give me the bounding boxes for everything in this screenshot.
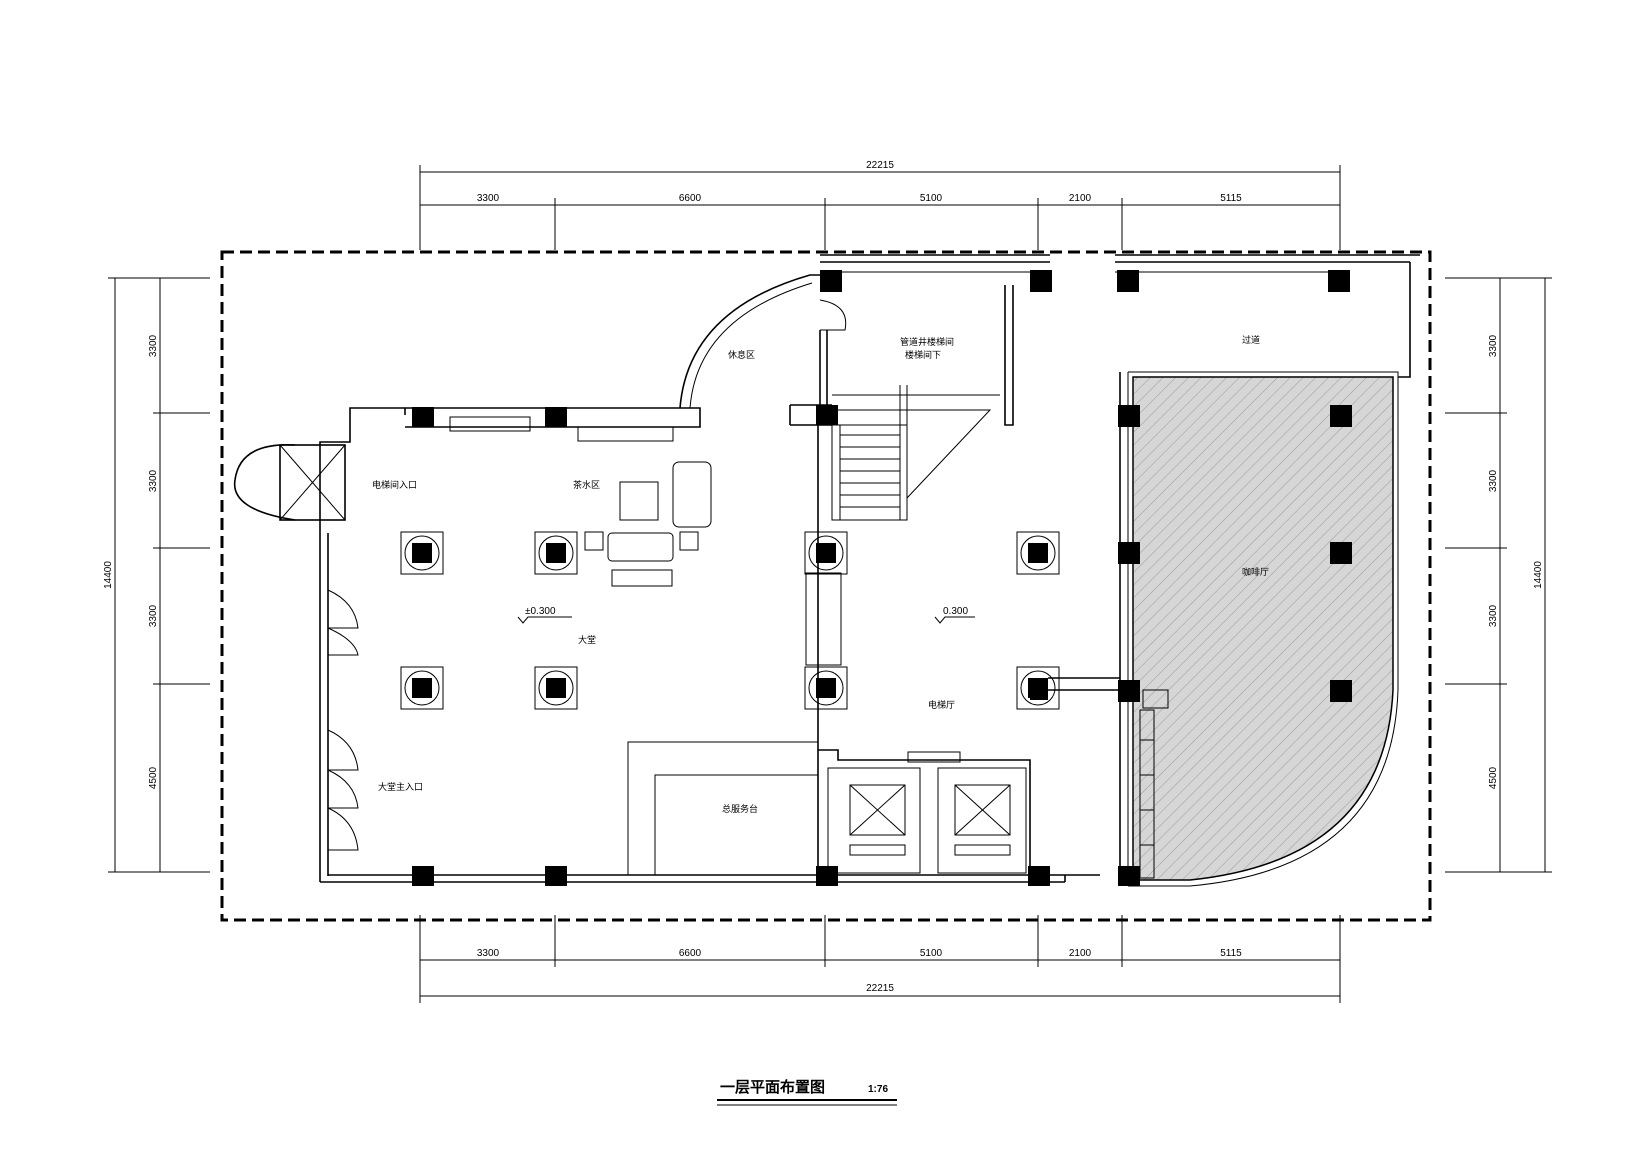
cafe-window	[1139, 689, 1169, 879]
bottom-total-dim: 22215	[866, 983, 894, 994]
drawing-title: 一层平面布置图 1:76	[717, 1078, 897, 1106]
right-total-dim: 14400	[1533, 561, 1544, 589]
columns-solid	[412, 270, 1352, 886]
columns-boxed	[400, 531, 1060, 710]
label-rest-area: 休息区	[728, 349, 755, 361]
lounge-furniture	[449, 416, 842, 666]
left-dim-4: 4500	[148, 766, 159, 789]
bottom-dim-3: 5100	[920, 948, 943, 959]
top-dim-3: 5100	[920, 193, 943, 204]
top-total-dim: 22215	[866, 160, 894, 171]
door-swing	[819, 299, 847, 331]
bottom-dim-5: 5115	[1220, 948, 1242, 959]
right-dimensions: 3300 3300 3300 4500 14400	[1445, 277, 1552, 873]
right-dim-4: 4500	[1488, 766, 1499, 789]
top-dim-2: 6600	[679, 193, 702, 204]
label-cafe: 咖啡厅	[1242, 566, 1269, 578]
bottom-dimensions: 3300 6600 5100 2100 5115 22215	[419, 915, 1341, 1003]
right-dim-3: 3300	[1488, 604, 1499, 627]
top-dim-5: 5115	[1220, 193, 1242, 204]
room-labels: 电梯间入口 茶水区 休息区 管道井楼梯间 楼梯间下 过道 咖啡厅 大堂 电梯厅 …	[372, 334, 1269, 815]
site-boundary	[220, 250, 1432, 922]
lobby-level: ±0.300	[525, 606, 556, 617]
entrance-doors	[327, 589, 359, 851]
curved-wall	[679, 274, 820, 409]
cafe-hatch-area	[1132, 376, 1394, 881]
bottom-dim-2: 6600	[679, 948, 702, 959]
label-stair-note-2: 楼梯间下	[905, 349, 941, 361]
level-marker-hall: 0.300	[934, 606, 975, 624]
label-reception: 总服务台	[722, 803, 758, 815]
level-marker-lobby: ±0.300	[517, 606, 572, 624]
label-lobby: 大堂	[578, 634, 596, 646]
walls	[319, 254, 1420, 886]
left-total-dim: 14400	[103, 561, 114, 589]
right-dim-1: 3300	[1488, 334, 1499, 357]
plan-title: 一层平面布置图	[720, 1078, 825, 1096]
right-dim-2: 3300	[1488, 469, 1499, 492]
left-dim-1: 3300	[148, 334, 159, 357]
top-dim-1: 3300	[477, 193, 500, 204]
elevator-shaft-left	[233, 444, 346, 521]
label-elevator-entry: 电梯间入口	[372, 479, 417, 491]
top-dimensions: 22215 3300 6600 5100 2100 5115	[419, 160, 1341, 250]
bottom-dim-4: 2100	[1069, 948, 1092, 959]
staircase	[831, 385, 1000, 521]
label-corridor: 过道	[1242, 334, 1260, 346]
top-dim-4: 2100	[1069, 193, 1092, 204]
left-dim-2: 3300	[148, 469, 159, 492]
left-dim-3: 3300	[148, 604, 159, 627]
elevator-cars	[849, 784, 1011, 856]
label-lobby-entry: 大堂主入口	[378, 781, 423, 793]
label-lounge: 茶水区	[573, 479, 600, 491]
label-stair-note-1: 管道井楼梯间	[900, 336, 954, 348]
hall-level: 0.300	[943, 606, 968, 617]
bottom-dim-1: 3300	[477, 948, 500, 959]
left-dimensions: 14400 3300 3300 3300 4500	[103, 277, 210, 873]
plan-scale: 1:76	[868, 1084, 888, 1095]
label-elevator-hall: 电梯厅	[928, 699, 955, 711]
